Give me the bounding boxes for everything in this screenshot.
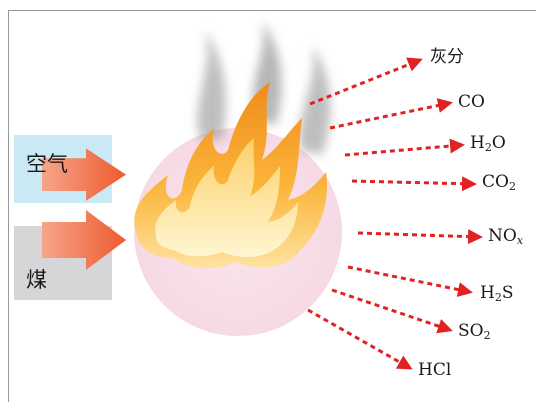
- product-arrows: [307, 57, 483, 370]
- air-label: 空气: [26, 152, 68, 176]
- diagram-frame: [8, 10, 536, 402]
- arrow-so2: [331, 288, 453, 334]
- air-arrow: [42, 148, 126, 201]
- product-label-h2s: H2S: [480, 283, 514, 304]
- product-label-hcl: HCl: [418, 360, 452, 380]
- product-label-co: CO: [458, 92, 485, 112]
- coal-arrow: [42, 210, 126, 270]
- product-label-ash: 灰分: [430, 47, 464, 67]
- product-label-co2: CO2: [482, 172, 516, 193]
- arrow-co2: [351, 176, 477, 192]
- product-label-so2: SO2: [458, 321, 491, 342]
- arrow-ash: [309, 57, 423, 106]
- product-label-h2o: H2O: [470, 133, 506, 154]
- arrow-co: [329, 98, 453, 130]
- arrow-nox: [357, 229, 483, 245]
- arrow-h2o: [344, 138, 465, 157]
- product-label-nox: NOx: [488, 226, 524, 247]
- arrow-h2s: [347, 265, 473, 297]
- coal-label: 煤: [26, 268, 47, 292]
- smoke: [197, 20, 331, 155]
- arrow-hcl: [307, 308, 413, 370]
- flame: [134, 82, 327, 269]
